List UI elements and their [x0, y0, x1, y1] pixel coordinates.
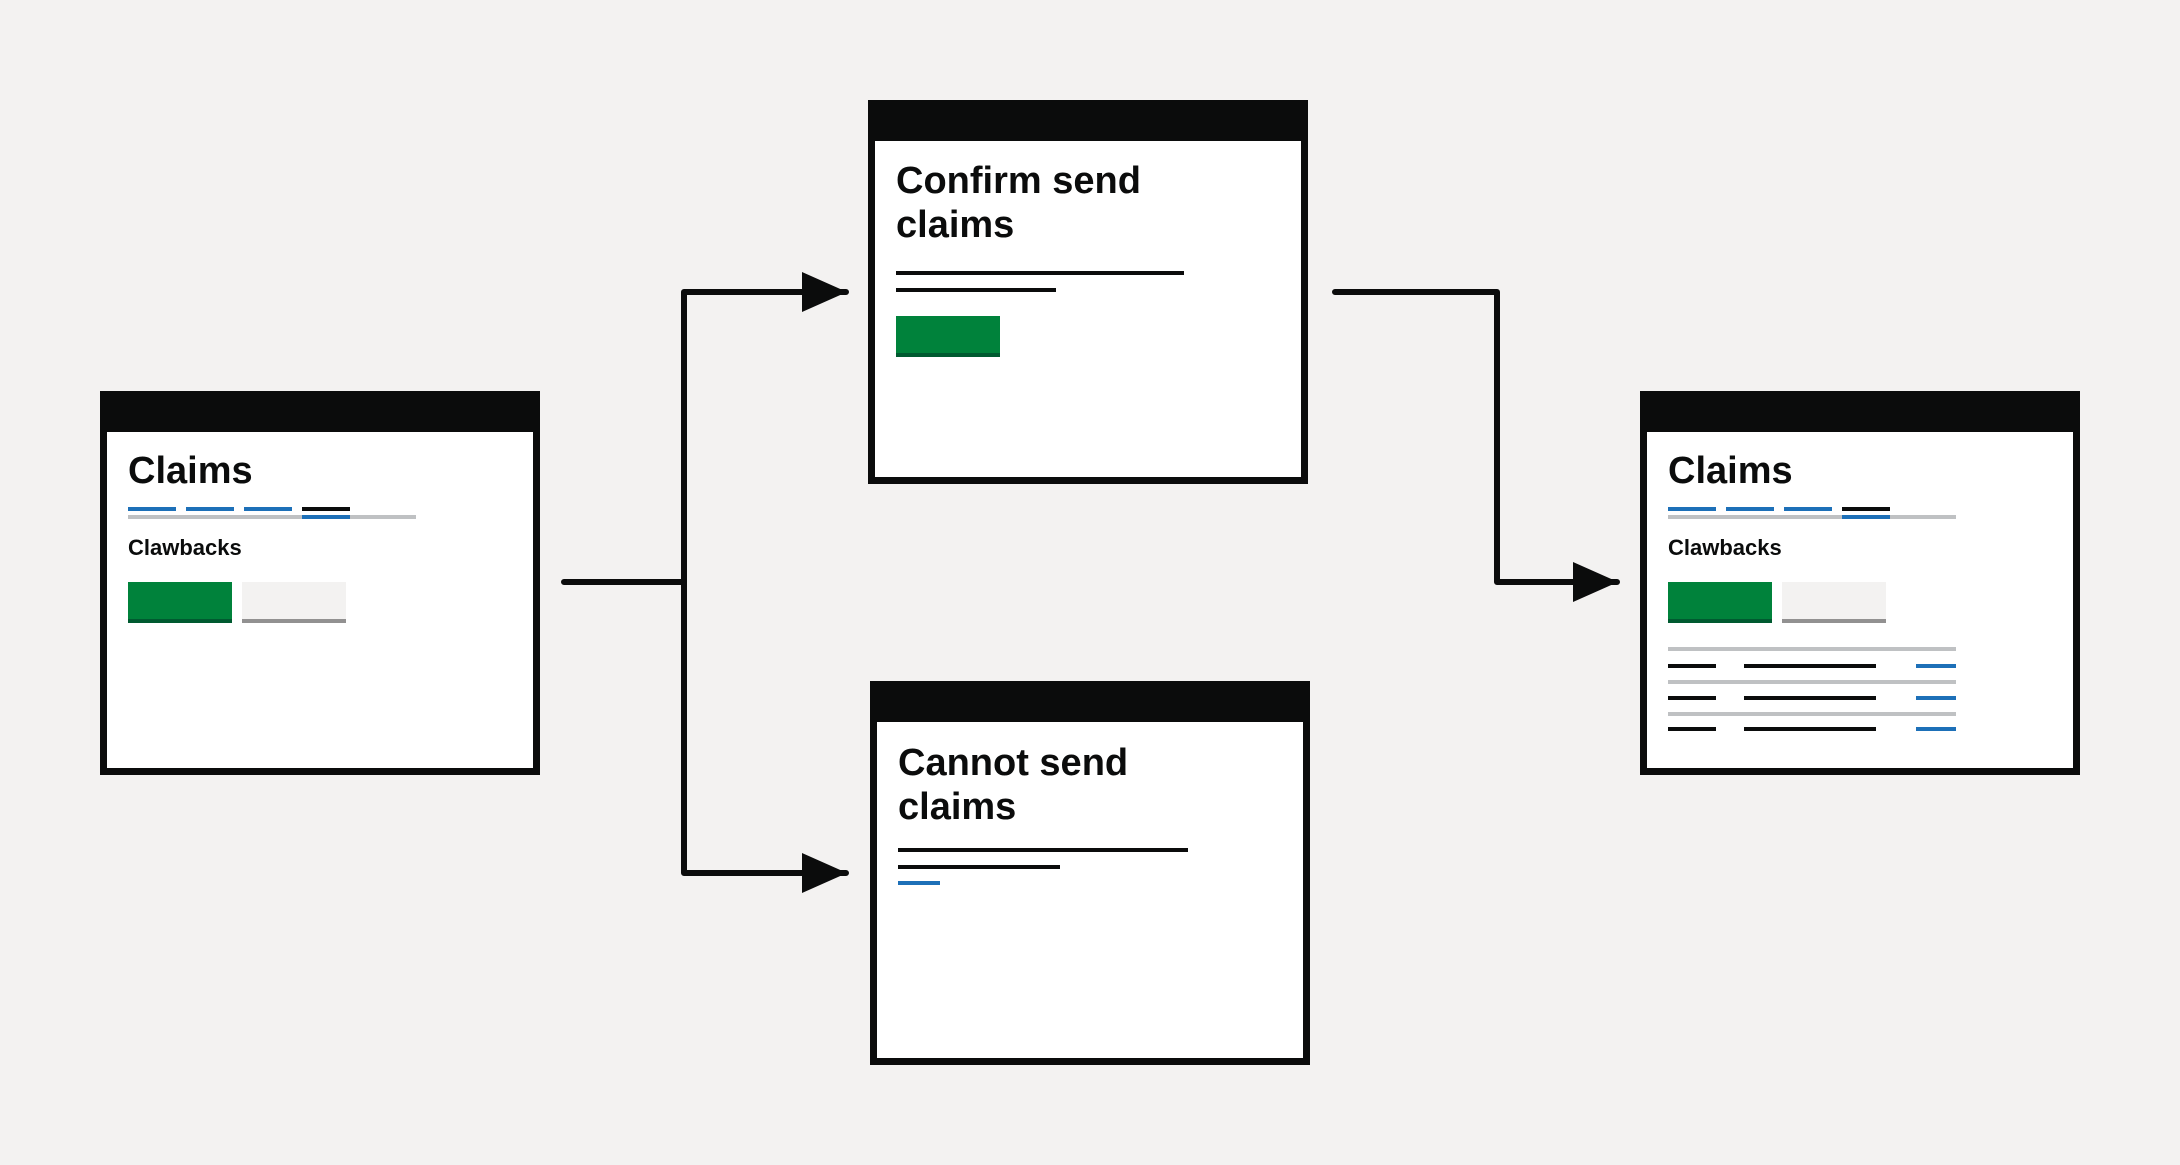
body-text-line — [896, 271, 1184, 275]
table-rule — [1668, 647, 1956, 651]
confirm-button-shadow — [896, 353, 1000, 357]
page-title-line-2: claims — [896, 204, 1014, 246]
body-text-line — [896, 288, 1056, 292]
table-row-link — [1916, 664, 1956, 668]
tab-selected-indicator — [302, 515, 350, 519]
table-row-link — [1916, 696, 1956, 700]
tab-link — [244, 507, 292, 511]
confirm-button — [896, 316, 1000, 356]
table-cell — [1744, 696, 1876, 700]
body-text-line — [898, 848, 1188, 852]
page-title-line-1: Cannot send — [898, 742, 1128, 784]
primary-button-shadow — [1668, 619, 1772, 623]
secondary-button-shadow — [242, 619, 346, 623]
connectors — [561, 272, 1620, 893]
screen-body — [877, 722, 1303, 1058]
tab-link — [186, 507, 234, 511]
screen-claims-end: Claims Clawbacks — [1640, 391, 2080, 775]
table-cell — [1668, 727, 1716, 731]
screen-body — [875, 141, 1301, 477]
page-title-line-2: claims — [898, 786, 1016, 828]
table-cell — [1668, 696, 1716, 700]
tab-link — [1726, 507, 1774, 511]
secondary-button — [242, 582, 346, 622]
tab-link — [1784, 507, 1832, 511]
screen-cannot-send: Cannot send claims — [870, 681, 1310, 1065]
tab-selected — [302, 507, 350, 511]
table-cell — [1744, 664, 1876, 668]
page-title: Claims — [1668, 450, 1793, 492]
tab-selected-indicator — [1842, 515, 1890, 519]
arrow-confirm-to-claims — [1332, 289, 1620, 602]
table-row — [1668, 727, 1956, 731]
tab-link — [1668, 507, 1716, 511]
table-cell — [1668, 664, 1716, 668]
primary-button — [128, 582, 232, 622]
section-heading: Clawbacks — [1668, 535, 1782, 560]
table-row-link — [1916, 727, 1956, 731]
back-link — [898, 881, 940, 885]
tab-link — [128, 507, 176, 511]
table-rule — [1668, 712, 1956, 716]
table-row — [1668, 696, 1956, 700]
secondary-button — [1782, 582, 1886, 622]
tab-bar-underline — [128, 515, 416, 519]
table-row — [1668, 664, 1956, 668]
tab-selected — [1842, 507, 1890, 511]
tab-bar — [1668, 507, 1956, 519]
page-title: Claims — [128, 450, 253, 492]
body-text-line — [898, 865, 1060, 869]
secondary-button-shadow — [1782, 619, 1886, 623]
primary-button — [1668, 582, 1772, 622]
screen-claims-start: Claims Clawbacks — [100, 391, 540, 775]
section-heading: Clawbacks — [128, 535, 242, 560]
arrow-start-to-confirm — [561, 272, 849, 585]
tab-bar — [128, 507, 416, 519]
table-cell — [1744, 727, 1876, 731]
arrow-start-to-cannot — [681, 579, 849, 893]
tab-bar-underline — [1668, 515, 1956, 519]
table-rule — [1668, 680, 1956, 684]
page-title-line-1: Confirm send — [896, 160, 1141, 202]
claims-table — [1668, 647, 1956, 731]
primary-button-shadow — [128, 619, 232, 623]
screen-confirm-send: Confirm send claims — [868, 100, 1308, 484]
